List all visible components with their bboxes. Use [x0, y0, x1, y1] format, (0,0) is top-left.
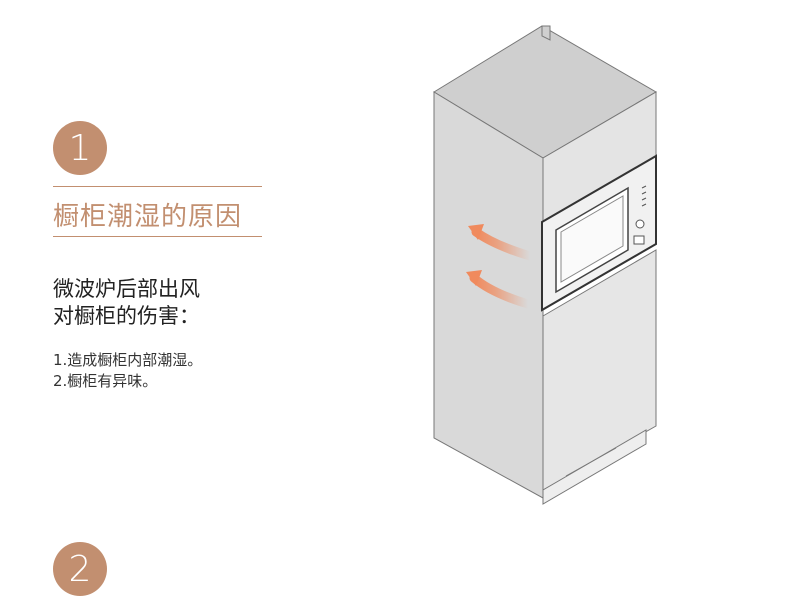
microwave-icon — [541, 154, 657, 312]
section-number-badge-1: 1 — [53, 121, 107, 175]
harm-list: 1.造成橱柜内部潮湿。 2.橱柜有异味。 — [53, 350, 202, 392]
section-number-2: 2 — [68, 548, 92, 590]
title-divider-bottom — [53, 236, 262, 237]
subtitle-line: 微波炉后部出风 — [53, 277, 200, 301]
list-item: 1.造成橱柜内部潮湿。 — [53, 351, 203, 369]
cabinet-microwave-illustration — [433, 25, 657, 505]
subtitle-line: 对橱柜的伤害： — [53, 304, 200, 328]
title-divider-top — [53, 186, 262, 187]
airflow-arrowhead-icon — [466, 224, 484, 286]
section-subtitle: 微波炉后部出风 对橱柜的伤害： — [53, 276, 200, 330]
section-number-badge-2: 2 — [53, 542, 107, 596]
section-title: 橱柜潮湿的原因 — [53, 202, 243, 232]
list-item: 2.橱柜有异味。 — [53, 372, 158, 390]
section-number-1: 1 — [68, 127, 92, 169]
